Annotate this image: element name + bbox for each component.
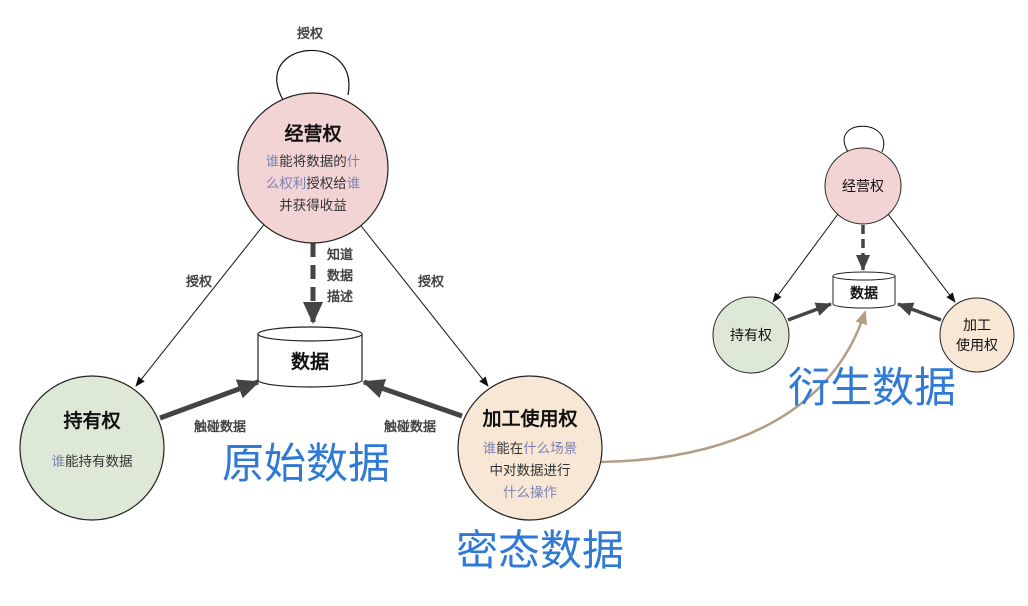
touch-edge-left (159, 379, 260, 421)
derived-management-node[interactable]: 经营权 (824, 147, 902, 225)
derived-processing-node[interactable]: 加工 使用权 (939, 297, 1015, 373)
derived-processing-title-2: 使用权 (956, 337, 998, 354)
processing-node[interactable]: 加工使用权 谁能在什么场景 中对数据进行 什么操作 (457, 375, 603, 521)
auth-edge-left (135, 221, 267, 387)
auth-edge-right (357, 221, 489, 387)
management-title: 经营权 (284, 122, 341, 145)
derived-data-big-label: 衍生数据 (788, 363, 956, 412)
touch-edge-right (362, 379, 463, 419)
derived-management-title: 经营权 (842, 179, 884, 195)
derive-arrow (599, 310, 867, 464)
touch-left-label: 触碰数据 (193, 419, 246, 435)
processing-title: 加工使用权 (481, 407, 577, 430)
data-store[interactable]: 数据 (257, 326, 363, 388)
processing-desc-line1: 谁能在什么场景 (483, 441, 578, 457)
derived-touch-left (787, 302, 832, 322)
raw-data-label: 原始数据 (222, 439, 390, 488)
touch-right-label: 触碰数据 (383, 419, 436, 435)
holding-desc: 谁能持有数据 (52, 454, 133, 470)
management-desc-line2: 么权利授权给谁 (266, 175, 361, 192)
management-desc-line1: 谁能将数据的什 (266, 154, 361, 170)
know-desc-label-2: 数据 (327, 268, 353, 284)
processing-desc-line2: 中对数据进行 (490, 463, 571, 479)
derived-auth-left (772, 213, 839, 303)
derived-self-loop (843, 125, 885, 160)
self-auth-loop (276, 50, 350, 110)
derived-touch-right (897, 302, 942, 322)
derived-holding-title: 持有权 (730, 328, 772, 344)
holding-node[interactable]: 持有权 谁能持有数据 (19, 375, 165, 521)
management-node[interactable]: 经营权 谁能将数据的什 么权利授权给谁 并获得收益 (237, 92, 389, 244)
derived-auth-right (887, 213, 956, 303)
self-auth-label: 授权 (297, 26, 324, 42)
auth-right-label: 授权 (418, 274, 445, 290)
derived-data-label: 数据 (850, 285, 878, 302)
management-desc-line3: 并获得收益 (279, 197, 347, 214)
auth-left-label: 授权 (186, 274, 213, 290)
secret-data-label: 密态数据 (456, 526, 624, 575)
holding-title: 持有权 (63, 409, 120, 432)
derived-holding-node[interactable]: 持有权 (712, 296, 790, 374)
data-store-label: 数据 (291, 350, 329, 373)
know-desc-label-1: 知道 (327, 247, 353, 263)
processing-desc-line3: 什么操作 (503, 485, 557, 501)
derived-processing-title-1: 加工 (963, 318, 991, 334)
derived-data-store[interactable]: 数据 (832, 271, 896, 309)
know-desc-label-3: 描述 (327, 289, 353, 305)
